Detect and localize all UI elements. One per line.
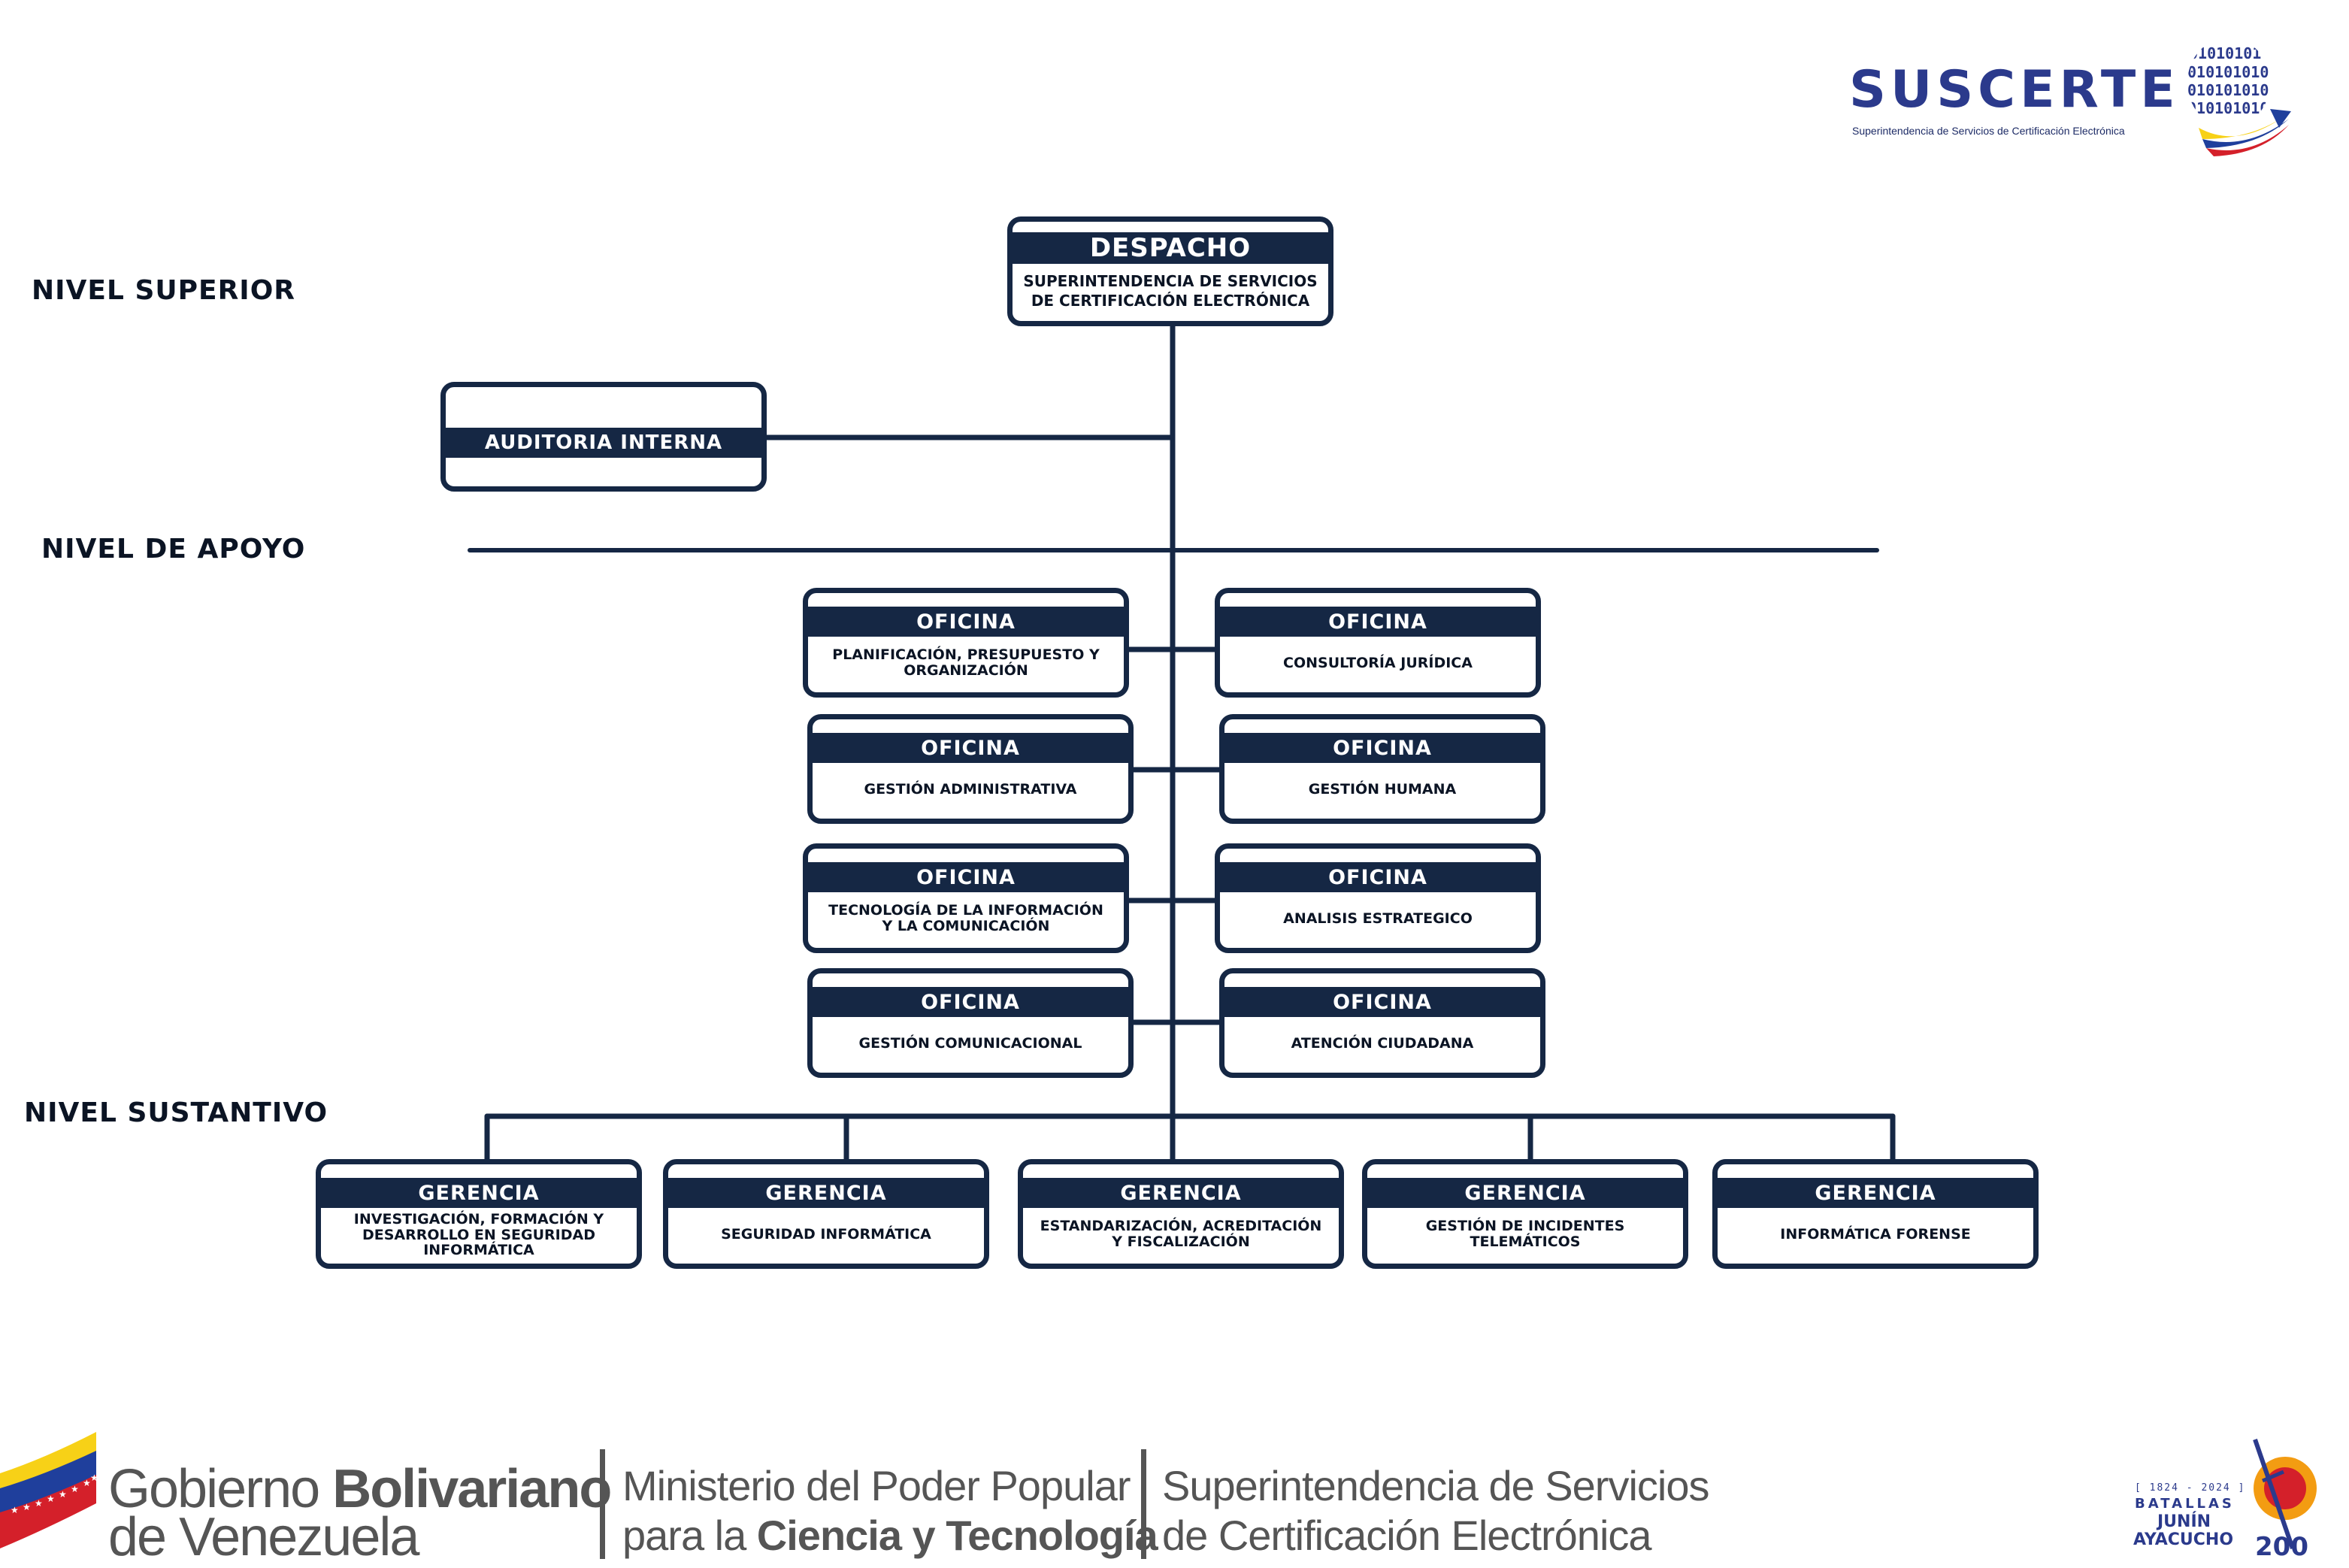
- auditoria-interna-title: AUDITORIA INTERNA: [446, 428, 761, 458]
- gerencia-title: GERENCIA: [321, 1178, 637, 1208]
- level-label-apoyo: NIVEL DE APOYO: [41, 534, 306, 565]
- batallas-200: 200: [2255, 1532, 2308, 1562]
- ministerio-line1: Ministerio del Poder Popular: [622, 1462, 1131, 1509]
- oficina-description: CONSULTORÍA JURÍDICA: [1283, 654, 1473, 671]
- gerencia-description: INFORMÁTICA FORENSE: [1780, 1225, 1971, 1243]
- oficina-title: OFICINA: [1224, 987, 1540, 1017]
- auditoria-interna-box: AUDITORIA INTERNA: [440, 382, 767, 492]
- oficina-gestion-administrativa-box: OFICINA GESTIÓN ADMINISTRATIVA: [807, 714, 1134, 824]
- oficina-title: OFICINA: [813, 987, 1128, 1017]
- footer-separator: [1141, 1449, 1146, 1559]
- oficina-title: OFICINA: [1220, 607, 1536, 637]
- gobierno-line2: de Venezuela: [108, 1507, 419, 1567]
- oficina-description: ANALISIS ESTRATEGICO: [1283, 910, 1473, 927]
- oficina-description: GESTIÓN COMUNICACIONAL: [858, 1034, 1082, 1052]
- suscerte-logo-wordmark: SUSCERTE: [1849, 60, 2180, 120]
- oficina-description: GESTIÓN HUMANA: [1308, 780, 1457, 798]
- gobierno-line1: Gobierno Bolivariano: [108, 1459, 612, 1519]
- sun-sword-icon: [2253, 1439, 2317, 1549]
- gerencia-seguridad-box: GERENCIA SEGURIDAD INFORMÁTICA: [663, 1159, 989, 1269]
- despacho-description: SUPERINTENDENCIA DE SERVICIOS DE CERTIFI…: [1023, 272, 1318, 310]
- flag-swoosh-icon: [2199, 109, 2291, 156]
- batallas-junin-ayacucho-logo: [ 1824 - 2024 ] BATALLAS JUNÍN AYACUCHO …: [2127, 1436, 2323, 1563]
- venezuela-flag-icon: ★★★★ ★★★★: [0, 1432, 98, 1548]
- oficina-description: GESTIÓN ADMINISTRATIVA: [864, 780, 1077, 798]
- superintendencia-line2: de Certificación Electrónica: [1162, 1512, 1652, 1559]
- svg-text:★: ★: [11, 1505, 19, 1515]
- oficina-title: OFICINA: [808, 862, 1124, 892]
- ministerio-line2: para la Ciencia y Tecnología: [622, 1512, 1158, 1559]
- suscerte-logo-subtitle: Superintendencia de Servicios de Certifi…: [1852, 125, 2125, 137]
- oficina-title: OFICINA: [1220, 862, 1536, 892]
- svg-text:★: ★: [71, 1484, 79, 1494]
- oficina-atencion-ciudadana-box: OFICINA ATENCIÓN CIUDADANA: [1219, 968, 1545, 1078]
- oficina-gestion-comunicacional-box: OFICINA GESTIÓN COMUNICACIONAL: [807, 968, 1134, 1078]
- suscerte-logo: SUSCERTE Superintendencia de Servicios d…: [1842, 23, 2293, 158]
- svg-text:★: ★: [23, 1502, 31, 1512]
- oficina-title: OFICINA: [808, 607, 1124, 637]
- batallas-ayacucho: AYACUCHO: [2133, 1530, 2234, 1549]
- gerencia-title: GERENCIA: [1367, 1178, 1683, 1208]
- gerencia-forense-box: GERENCIA INFORMÁTICA FORENSE: [1712, 1159, 2039, 1269]
- gerencia-title: GERENCIA: [668, 1178, 984, 1208]
- level-label-sustantivo: NIVEL SUSTANTIVO: [24, 1097, 328, 1128]
- gerencia-description: SEGURIDAD INFORMÁTICA: [721, 1225, 931, 1243]
- binary-globe-icon: 0101010101 0101010101 0101010101 0101010…: [2187, 44, 2270, 117]
- oficina-analisis-box: OFICINA ANALISIS ESTRATEGICO: [1215, 843, 1541, 953]
- batallas-years: [ 1824 - 2024 ]: [2135, 1482, 2246, 1494]
- oficina-description: ATENCIÓN CIUDADANA: [1291, 1034, 1474, 1052]
- svg-text:★: ★: [59, 1489, 67, 1500]
- svg-text:★: ★: [90, 1473, 98, 1483]
- superintendencia-line1: Superintendencia de Servicios: [1162, 1462, 1709, 1509]
- gerencia-title: GERENCIA: [1718, 1178, 2033, 1208]
- svg-text:★: ★: [47, 1494, 55, 1504]
- level-label-superior: NIVEL SUPERIOR: [32, 275, 296, 306]
- oficina-title: OFICINA: [813, 733, 1128, 763]
- footer-separator: [600, 1449, 605, 1559]
- oficina-title: OFICINA: [1224, 733, 1540, 763]
- batallas-junin: JUNÍN: [2157, 1512, 2211, 1531]
- svg-text:★: ★: [83, 1478, 91, 1488]
- despacho-title: DESPACHO: [1013, 232, 1328, 264]
- oficina-consultoria-box: OFICINA CONSULTORÍA JURÍDICA: [1215, 588, 1541, 698]
- svg-text:★: ★: [35, 1498, 43, 1509]
- gerencia-title: GERENCIA: [1023, 1178, 1339, 1208]
- despacho-box: DESPACHO SUPERINTENDENCIA DE SERVICIOS D…: [1007, 216, 1333, 326]
- oficina-gestion-humana-box: OFICINA GESTIÓN HUMANA: [1219, 714, 1545, 824]
- batallas-word: BATALLAS: [2135, 1496, 2235, 1512]
